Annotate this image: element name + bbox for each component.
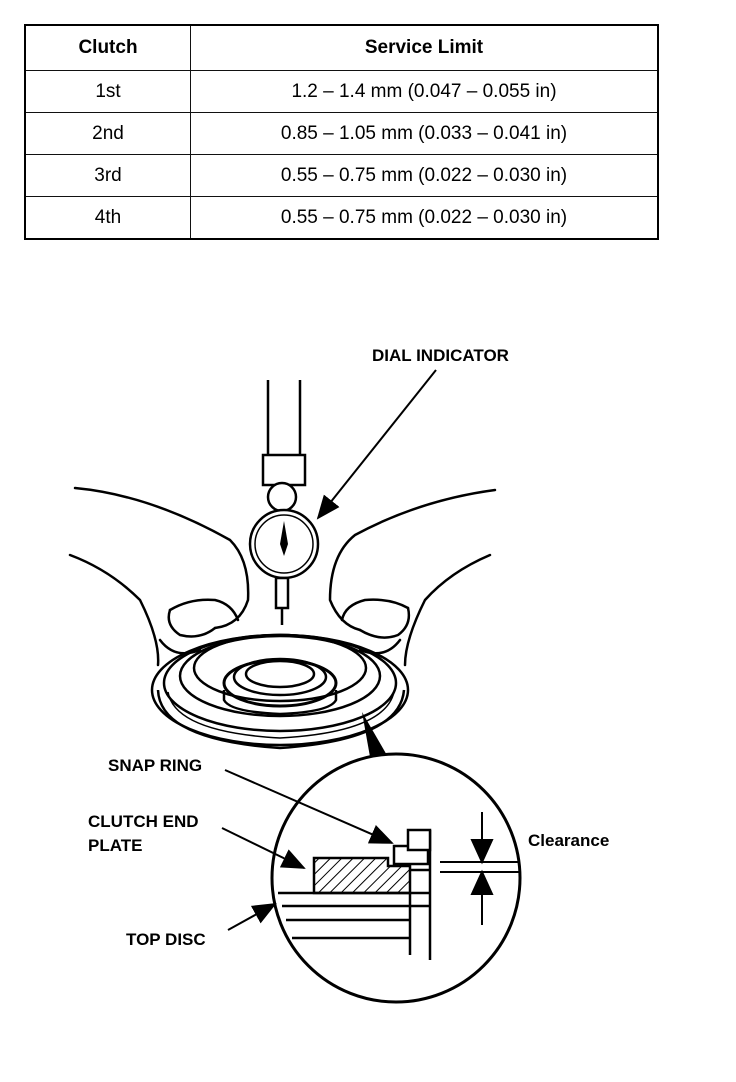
- column-header-service-limit: Service Limit: [190, 24, 659, 71]
- leader-lines: [221, 369, 437, 931]
- clutch-end-plate-label-line2: PLATE: [88, 836, 142, 855]
- service-limit-cell: 1.2 – 1.4 mm (0.047 – 0.055 in): [190, 70, 659, 113]
- magnified-detail-view: [270, 752, 522, 1004]
- top-disc-label: TOP DISC: [126, 930, 206, 949]
- service-limit-cell: 0.55 – 0.75 mm (0.022 – 0.030 in): [190, 196, 659, 240]
- service-limit-cell: 0.85 – 1.05 mm (0.033 – 0.041 in): [190, 112, 659, 155]
- service-limit-table: Clutch Service Limit 1st 1.2 – 1.4 mm (0…: [24, 24, 659, 240]
- clutch-end-plate-label-line1: CLUTCH END: [88, 812, 199, 831]
- table-row: 4th 0.55 – 0.75 mm (0.022 – 0.030 in): [24, 196, 659, 240]
- dial-indicator-drawing: [248, 380, 320, 625]
- clutch-cell: 4th: [24, 196, 191, 240]
- dial-indicator-label: DIAL INDICATOR: [372, 346, 509, 365]
- clutch-drum-drawing: [150, 633, 410, 750]
- clearance-label: Clearance: [528, 831, 609, 850]
- table-row: 3rd 0.55 – 0.75 mm (0.022 – 0.030 in): [24, 154, 659, 197]
- table-row: 1st 1.2 – 1.4 mm (0.047 – 0.055 in): [24, 70, 659, 113]
- table-row: 2nd 0.85 – 1.05 mm (0.033 – 0.041 in): [24, 112, 659, 155]
- service-limit-cell: 0.55 – 0.75 mm (0.022 – 0.030 in): [190, 154, 659, 197]
- table-header-row: Clutch Service Limit: [24, 24, 659, 71]
- snap-ring-label: SNAP RING: [108, 756, 202, 775]
- hands-drawing: [68, 486, 497, 667]
